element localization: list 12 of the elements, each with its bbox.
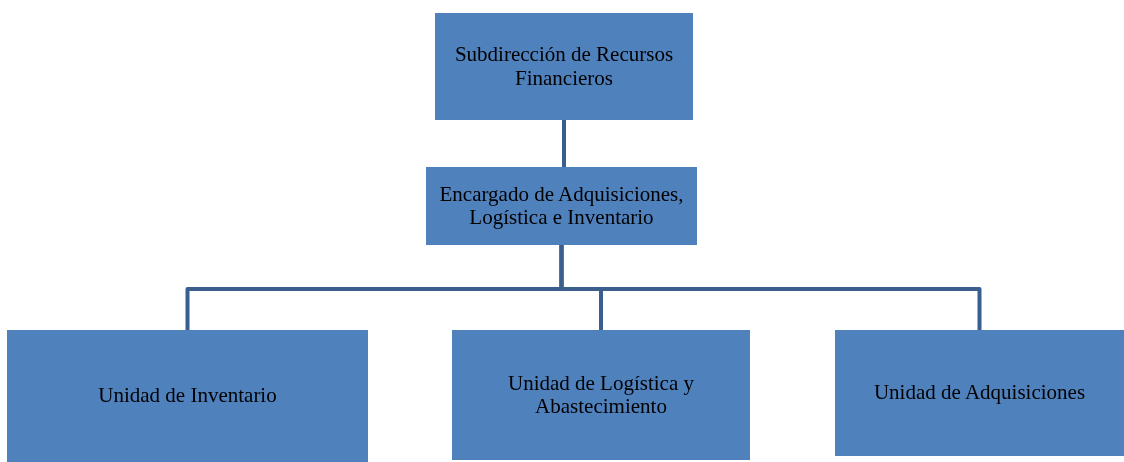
box-title: Unidad de Inventario [98,384,277,408]
org-box [435,13,693,120]
box-title: Encargado de Adquisiciones, Logística e Inventario [438,182,685,230]
org-box [835,330,1124,456]
box-title: Unidad de Logística y Abastecimiento [506,371,695,419]
box-title: Subdirección de Recursos Financieros [453,43,675,90]
org-box [7,330,368,462]
box-title: Unidad de Adquisiciones [873,381,1086,405]
connector-line [559,245,982,330]
org-box [426,167,697,245]
connector-line [562,120,566,167]
org-box [452,330,750,460]
